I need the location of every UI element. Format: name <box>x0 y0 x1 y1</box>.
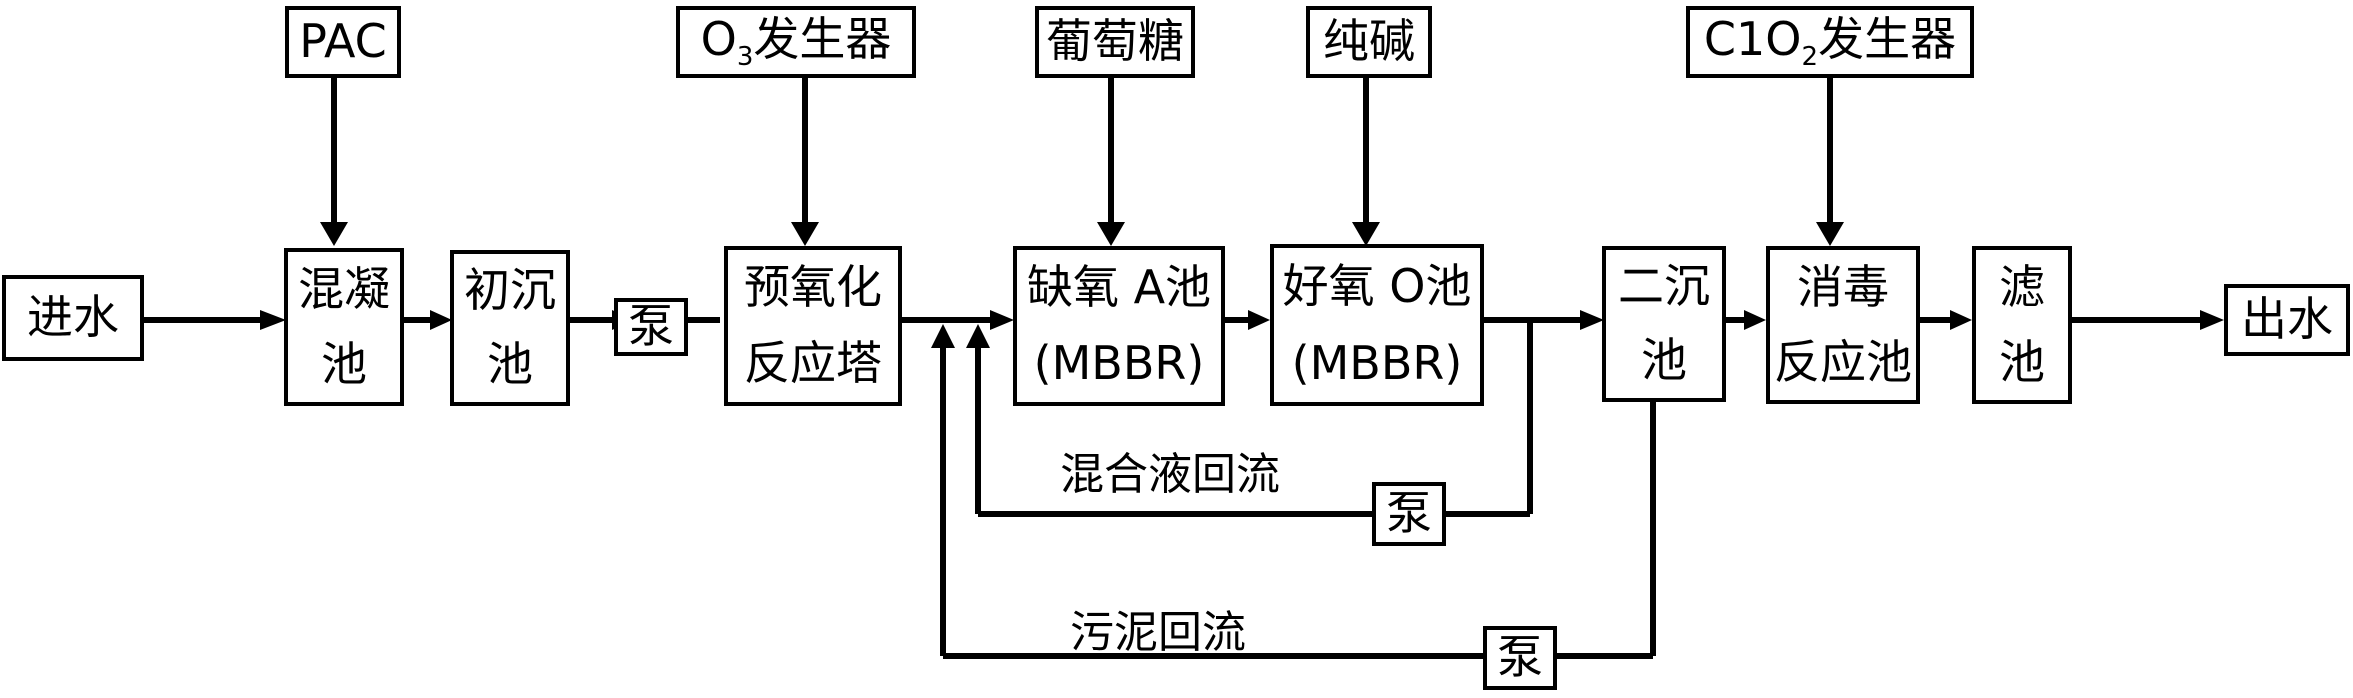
o3-generator-box: O3发生器 <box>676 6 916 78</box>
filter-label-2: 池 <box>1999 334 2045 389</box>
mixed-liquor-pump-label: 泵 <box>1386 486 1432 541</box>
sludge-pump-box: 泵 <box>1483 626 1557 690</box>
secondary-settling-label-2: 池 <box>1641 333 1687 388</box>
clo2-generator-label: C1O2发生器 <box>1703 11 1957 72</box>
anoxic-label-2: (MBBR) <box>1033 336 1205 391</box>
secondary-settling-tank-box: 二沉 池 <box>1602 246 1726 402</box>
glucose-label: 葡萄糖 <box>1046 14 1184 69</box>
coagulation-label-2: 池 <box>321 336 367 391</box>
o3-generator-label: O3发生器 <box>700 11 892 72</box>
disinfection-label-2: 反应池 <box>1774 334 1912 389</box>
filter-label-1: 滤 <box>1999 259 2045 314</box>
clo2-generator-box: C1O2发生器 <box>1686 6 1974 78</box>
secondary-settling-label-1: 二沉 <box>1618 259 1710 314</box>
filter-tank-box: 滤 池 <box>1972 246 2072 404</box>
primary-settling-tank-box: 初沉 池 <box>450 250 570 406</box>
disinfection-label-1: 消毒 <box>1797 259 1889 314</box>
sludge-recycle-label: 污泥回流 <box>1070 607 1246 658</box>
inlet-box: 进水 <box>2 275 144 361</box>
sludge-pump-label: 泵 <box>1497 630 1543 685</box>
preoxidation-tower-box: 预氧化 反应塔 <box>724 246 902 406</box>
outlet-box: 出水 <box>2224 284 2350 356</box>
aerobic-label-1: 好氧 O池 <box>1282 258 1472 313</box>
anoxic-tank-box: 缺氧 A池 (MBBR) <box>1013 246 1225 406</box>
primary-settling-label-1: 初沉 <box>464 263 556 318</box>
anoxic-label-1: 缺氧 A池 <box>1026 260 1212 315</box>
preoxidation-label-1: 预氧化 <box>744 260 882 315</box>
mixed-liquor-pump-box: 泵 <box>1372 482 1446 546</box>
coagulation-label-1: 混凝 <box>298 261 390 316</box>
coagulation-tank-box: 混凝 池 <box>284 248 404 406</box>
soda-ash-label: 纯碱 <box>1323 14 1415 69</box>
feed-pump-box: 泵 <box>614 298 688 356</box>
pac-box: PAC <box>285 6 401 78</box>
feed-pump-label: 泵 <box>628 299 674 354</box>
mixed-liquor-recycle-label: 混合液回流 <box>1060 449 1280 500</box>
inlet-label: 进水 <box>27 290 119 345</box>
primary-settling-label-2: 池 <box>487 337 533 392</box>
disinfection-tank-box: 消毒 反应池 <box>1766 246 1920 404</box>
aerobic-tank-box: 好氧 O池 (MBBR) <box>1270 244 1484 406</box>
pac-label: PAC <box>299 14 387 69</box>
glucose-box: 葡萄糖 <box>1035 6 1195 78</box>
aerobic-label-2: (MBBR) <box>1291 335 1463 390</box>
soda-ash-box: 纯碱 <box>1306 6 1432 78</box>
preoxidation-label-2: 反应塔 <box>744 336 882 391</box>
outlet-label: 出水 <box>2241 292 2333 347</box>
